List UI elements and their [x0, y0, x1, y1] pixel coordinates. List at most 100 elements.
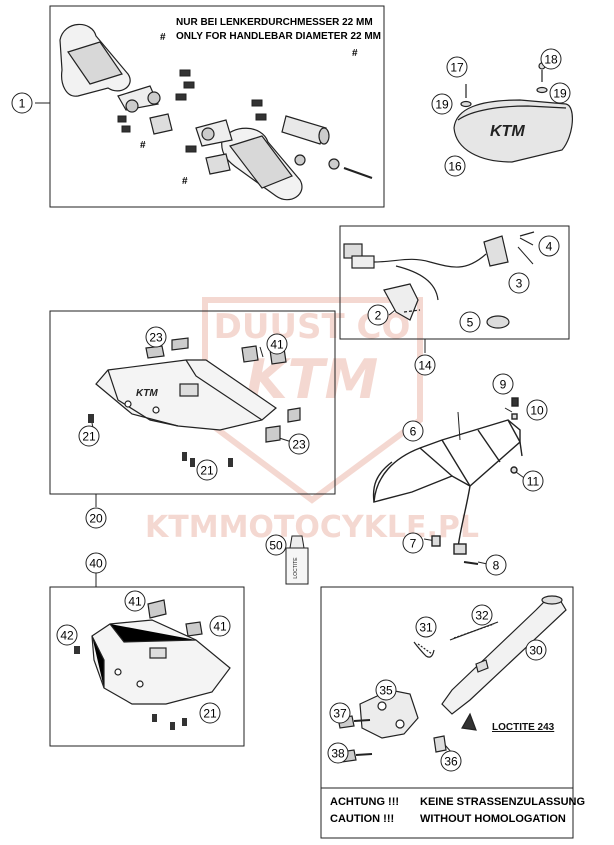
callout-number: 32	[475, 609, 489, 623]
callout-p14: 14	[414, 354, 436, 376]
callout-p19b: 19	[549, 82, 571, 104]
callout-circle	[56, 624, 78, 646]
callout-circle	[492, 373, 514, 395]
callout-p30: 30	[525, 639, 547, 661]
callout-circle	[414, 354, 436, 376]
callout-circle	[124, 590, 146, 612]
wiring-assembly	[343, 231, 535, 329]
skid-plate-upper-bolts	[88, 414, 233, 467]
callout-circle	[415, 616, 437, 638]
handguard-assembly	[59, 23, 373, 201]
callout-number: 41	[270, 338, 284, 352]
callout-circle	[85, 507, 107, 529]
callout-p38: 38	[327, 742, 349, 764]
callout-number: 19	[435, 98, 449, 112]
number-plate-cover: KTM	[453, 62, 573, 163]
callout-p7: 7	[402, 532, 424, 554]
callout-p50: 50	[265, 534, 287, 556]
watermark-site: KTMMOTOCYKLE.PL	[145, 510, 479, 545]
bar-end-tube	[281, 115, 327, 145]
callout-p1: 1	[11, 92, 33, 114]
callout-p5: 5	[459, 311, 481, 333]
callout-circle	[327, 742, 349, 764]
box-handguards	[49, 5, 385, 208]
callout-circle	[329, 702, 351, 724]
callout-circle	[471, 604, 493, 626]
skid-plate-upper-decal: KTM	[136, 388, 158, 399]
callout-p37: 37	[329, 702, 351, 724]
callout-circle	[85, 552, 107, 574]
loctite-label: LOCTITE 243	[492, 722, 555, 733]
callout-p11: 11	[522, 470, 544, 492]
callout-circle	[145, 326, 167, 348]
warning-text-en: WITHOUT HOMOLOGATION	[420, 813, 566, 825]
callout-number: 36	[444, 755, 458, 769]
handguard-bolts	[117, 69, 267, 153]
warning-label-en: CAUTION !!!	[330, 813, 394, 825]
note-hash: #	[160, 32, 166, 43]
callout-circle	[446, 56, 468, 78]
callout-p6: 6	[402, 420, 424, 442]
callout-circle	[288, 433, 310, 455]
callout-p2: 2	[367, 304, 389, 326]
note-german: NUR BEI LENKERDURCHMESSER 22 MM	[176, 17, 373, 28]
callout-p16: 16	[444, 155, 466, 177]
callout-circle	[538, 235, 560, 257]
callout-number: 11	[527, 475, 540, 489]
callout-p36: 36	[440, 750, 462, 772]
callout-p21a: 21	[78, 425, 100, 447]
callout-circle	[78, 425, 100, 447]
callout-number: 17	[450, 61, 464, 75]
callout-number: 21	[200, 464, 214, 478]
callout-number: 35	[379, 684, 393, 698]
callout-number: 9	[500, 378, 507, 392]
rack-spacer	[431, 535, 441, 547]
callout-circle	[209, 615, 231, 637]
callout-number: 50	[269, 539, 283, 553]
clamp-right	[205, 153, 231, 175]
callout-circle	[266, 333, 288, 355]
callout-number: 30	[529, 644, 543, 658]
callout-number: 23	[292, 438, 306, 452]
luggage-rack	[372, 397, 523, 565]
callout-number: 41	[128, 595, 142, 609]
callout-circle	[549, 82, 571, 104]
callout-p10: 10	[526, 399, 548, 421]
callout-p40: 40	[85, 552, 107, 574]
callout-circle	[402, 420, 424, 442]
sidestand-leg	[441, 599, 567, 715]
callout-circle	[196, 459, 218, 481]
callout-circle	[265, 534, 287, 556]
box-sidestand	[320, 586, 574, 839]
callout-p23b: 23	[288, 433, 310, 455]
callout-number: 23	[149, 331, 163, 345]
callout-circle	[444, 155, 466, 177]
callout-p23a: 23	[145, 326, 167, 348]
watermark: DUUST CO KTM KTMMOTOCYKLE.PL	[145, 297, 479, 545]
callout-number: 21	[82, 430, 96, 444]
callout-circle	[11, 92, 33, 114]
callout-number: 40	[89, 557, 103, 571]
callout-number: 10	[530, 404, 544, 418]
callout-circle	[526, 399, 548, 421]
callout-number: 38	[331, 747, 345, 761]
callout-circle	[540, 48, 562, 70]
callout-number: 6	[410, 425, 417, 439]
callout-p32: 32	[471, 604, 493, 626]
callout-number: 7	[410, 537, 417, 551]
callout-number: 20	[89, 512, 103, 526]
callout-circle	[402, 532, 424, 554]
callout-p18: 18	[540, 48, 562, 70]
callout-p41b: 41	[124, 590, 146, 612]
callout-number: 16	[448, 160, 462, 174]
callout-p21b: 21	[196, 459, 218, 481]
note-english: ONLY FOR HANDLEBAR DIAMETER 22 MM	[176, 31, 381, 42]
callout-circle	[485, 554, 507, 576]
cover-decal: KTM	[490, 123, 525, 140]
callout-circle	[508, 272, 530, 294]
callout-p17: 17	[446, 56, 468, 78]
callout-number: 14	[418, 359, 432, 373]
callout-p3: 3	[508, 272, 530, 294]
